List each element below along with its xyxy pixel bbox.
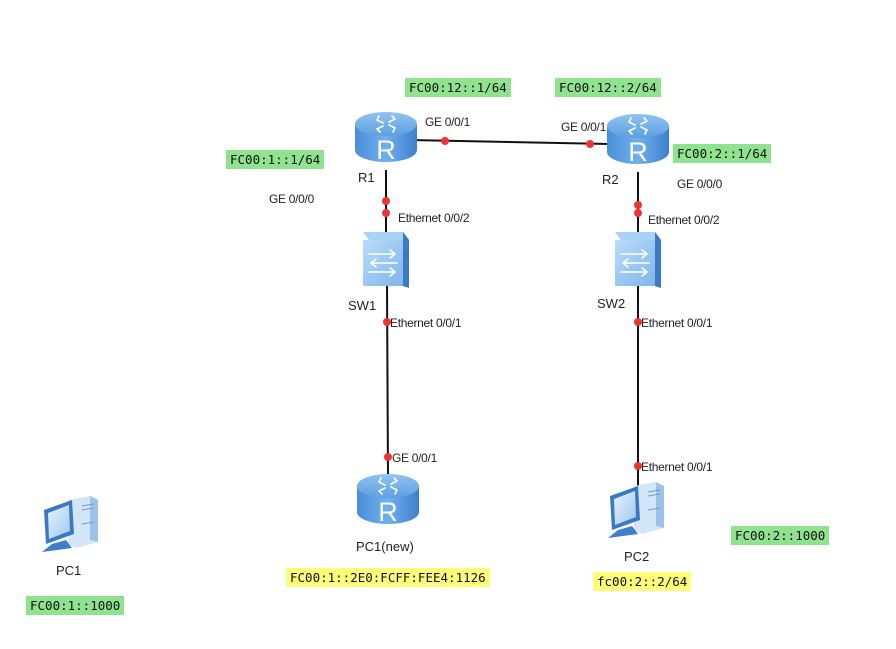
pc-icon-pc2[interactable] <box>607 481 665 539</box>
port-label-sw1-eth002: Ethernet 0/0/2 <box>398 211 470 225</box>
address-tag-r2-ge001: FC00:12::2/64 <box>555 78 661 97</box>
port-label-pc2-eth001: Ethernet 0/0/1 <box>641 460 713 474</box>
switch-icon-sw2[interactable] <box>614 231 662 289</box>
device-label-pc1: PC1 <box>56 563 82 578</box>
link-r1-r2[interactable] <box>409 139 611 145</box>
port-dot-r2-ge001 <box>586 140 594 148</box>
device-label-pc1new: PC1(new) <box>356 539 414 554</box>
address-tag-pc1: FC00:1::1000 <box>26 596 125 615</box>
port-label-sw2-eth002: Ethernet 0/0/2 <box>648 213 720 227</box>
address-tag-r1-ge001: FC00:12::1/64 <box>405 78 511 97</box>
port-dot-r1-ge000 <box>382 197 390 205</box>
port-label-r1-ge001: GE 0/0/1 <box>425 115 470 129</box>
address-tag-pc2-alt: FC00:2::1000 <box>731 526 830 545</box>
port-dot-r1-ge001 <box>441 137 449 145</box>
switch-icon-sw1[interactable] <box>362 231 410 289</box>
address-tag-r2-ge000: FC00:2::1/64 <box>673 144 772 163</box>
port-dot-sw1-eth002 <box>382 209 390 217</box>
device-label-r2: R2 <box>602 172 619 187</box>
port-label-sw2-eth001: Ethernet 0/0/1 <box>641 316 713 330</box>
port-dot-sw1-eth001 <box>383 318 391 326</box>
port-label-sw1-eth001: Ethernet 0/0/1 <box>390 316 462 330</box>
device-label-sw2: SW2 <box>597 296 626 311</box>
router-icon-r2[interactable] <box>606 113 670 168</box>
port-label-r1-ge000: GE 0/0/0 <box>269 192 314 206</box>
port-dots <box>382 137 642 470</box>
port-dot-r2-ge000 <box>634 201 642 209</box>
device-label-sw1: SW1 <box>348 298 377 313</box>
address-tag-pc1new: FC00:1::2E0:FCFF:FEE4:1126 <box>286 568 490 587</box>
port-dot-pc1new-ge001 <box>384 453 392 461</box>
port-label-pc1new-ge001: GE 0/0/1 <box>392 451 437 465</box>
address-tag-r1-ge000: FC00:1::1/64 <box>226 150 325 169</box>
pc-icon-pc1[interactable] <box>41 495 99 553</box>
link-sw1-pc1new[interactable] <box>386 284 389 479</box>
port-label-r2-ge001: GE 0/0/1 <box>561 120 606 134</box>
port-dot-sw2-eth002 <box>634 209 642 217</box>
device-label-r1: R1 <box>358 170 375 185</box>
router-icon-r1[interactable] <box>354 111 418 166</box>
port-label-r2-ge000: GE 0/0/0 <box>677 177 722 191</box>
device-label-pc2: PC2 <box>624 549 650 564</box>
router-icon-pc1new[interactable] <box>356 473 420 528</box>
port-dot-sw2-eth001 <box>634 318 642 326</box>
port-dot-pc2-eth001 <box>634 462 642 470</box>
address-tag-pc2: fc00:2::2/64 <box>593 572 692 591</box>
links <box>385 139 639 490</box>
